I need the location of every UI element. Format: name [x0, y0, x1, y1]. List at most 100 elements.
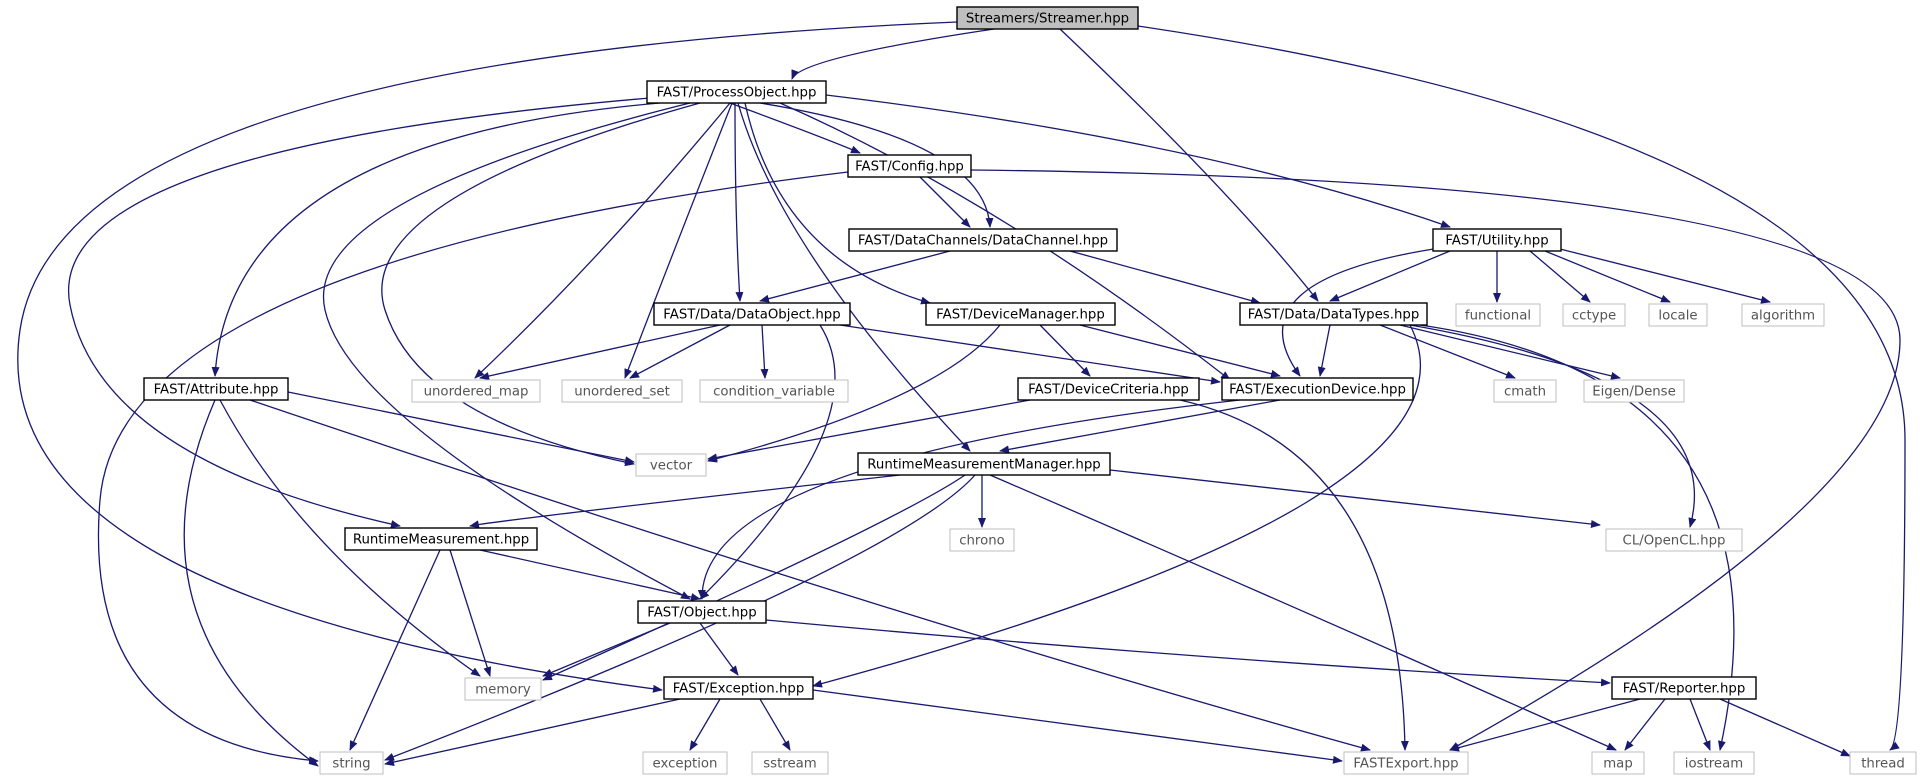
edge-object-to-reporter — [765, 619, 1611, 687]
node-box — [319, 751, 384, 775]
node-exception: exception — [642, 751, 728, 775]
node-label: memory — [475, 683, 531, 698]
edge-streamer-to-processobject — [791, 28, 995, 80]
node-box — [751, 751, 829, 775]
node-devicemanager[interactable]: FAST/DeviceManager.hpp — [925, 302, 1116, 326]
node-label: FAST/ExecutionDevice.hpp — [1229, 383, 1406, 398]
edge-exception_hpp-to-sstream — [759, 698, 791, 751]
node-label: FAST/Attribute.hpp — [154, 383, 279, 398]
edge-processobject-to-unordered_map — [474, 102, 731, 379]
node-fastexport: FASTExport.hpp — [1343, 751, 1469, 775]
node-label: FAST/Object.hpp — [647, 606, 756, 621]
edge-processobject-to-attribute — [211, 102, 661, 377]
node-label: unordered_set — [574, 385, 670, 400]
node-cctype: cctype — [1562, 303, 1626, 327]
node-reporter[interactable]: FAST/Reporter.hpp — [1611, 676, 1757, 700]
edge-dataobject-to-executiondevice — [839, 324, 1221, 385]
node-box — [1239, 302, 1428, 326]
edge-datatypes-to-iostream — [1419, 324, 1735, 751]
edge-datatypes-to-exception_hpp — [812, 324, 1421, 688]
edge-config-to-datachannel — [919, 176, 971, 228]
node-label: chrono — [959, 534, 1005, 549]
edge-processobject-to-devicemanager — [744, 102, 931, 305]
edge-processobject-to-datachannel — [759, 102, 994, 228]
node-rm[interactable]: RuntimeMeasurement.hpp — [344, 527, 538, 551]
node-map: map — [1591, 751, 1645, 775]
node-box — [1849, 751, 1917, 775]
edge-utility-to-locale — [1544, 250, 1671, 303]
node-label: map — [1603, 757, 1633, 772]
edge-processobject-to-dataobject — [734, 102, 744, 302]
node-locale: locale — [1648, 303, 1708, 327]
node-box — [857, 452, 1111, 476]
node-label: Eigen/Dense — [1592, 385, 1676, 400]
edge-utility-to-executiondevice — [1281, 247, 1441, 377]
node-processobject[interactable]: FAST/ProcessObject.hpp — [646, 80, 827, 104]
node-label: cctype — [1572, 309, 1616, 324]
edge-utility-to-datatypes — [1329, 250, 1451, 302]
edge-processobject-to-config — [729, 102, 861, 154]
edge-reporter-to-fastexport — [1449, 698, 1641, 752]
node-label: Streamers/Streamer.hpp — [966, 12, 1129, 27]
node-algorithm: algorithm — [1741, 303, 1825, 327]
edge-rm-to-string — [349, 549, 441, 751]
edge-devicecriteria-to-fastexport — [1179, 399, 1409, 751]
node-devicecriteria[interactable]: FAST/DeviceCriteria.hpp — [1017, 377, 1200, 401]
edge-rmm-to-rm — [469, 474, 901, 529]
node-box — [1591, 751, 1645, 775]
edge-reporter-to-thread — [1719, 698, 1851, 757]
edge-streamer-to-exception_hpp — [17, 21, 958, 693]
node-streamer[interactable]: Streamers/Streamer.hpp — [956, 6, 1139, 30]
edge-object-to-exception_hpp — [699, 622, 739, 676]
node-datatypes[interactable]: FAST/Data/DataTypes.hpp — [1239, 302, 1428, 326]
edge-config-to-fastexport — [970, 169, 1901, 751]
node-box — [1017, 377, 1200, 401]
node-box — [663, 676, 814, 700]
node-label: exception — [653, 757, 718, 772]
node-label: functional — [1465, 309, 1531, 324]
edge-utility-to-algorithm — [1559, 248, 1771, 304]
edge-attribute-to-string — [183, 399, 319, 767]
node-box — [411, 379, 541, 403]
node-box — [635, 453, 707, 477]
node-box — [642, 751, 728, 775]
node-rmm[interactable]: RuntimeMeasurementManager.hpp — [857, 452, 1111, 476]
node-dataobject[interactable]: FAST/Data/DataObject.hpp — [653, 302, 851, 326]
node-label: locale — [1658, 309, 1697, 324]
edge-reporter-to-map — [1624, 698, 1666, 751]
node-label: condition_variable — [713, 385, 835, 400]
node-object[interactable]: FAST/Object.hpp — [637, 600, 767, 624]
node-label: CL/OpenCL.hpp — [1623, 534, 1726, 549]
node-attribute[interactable]: FAST/Attribute.hpp — [143, 377, 289, 401]
node-label: vector — [650, 459, 693, 474]
node-box — [143, 377, 289, 401]
node-executiondevice[interactable]: FAST/ExecutionDevice.hpp — [1221, 377, 1414, 401]
node-thread: thread — [1849, 751, 1917, 775]
node-chrono: chrono — [949, 528, 1015, 552]
node-box — [847, 154, 972, 178]
node-utility[interactable]: FAST/Utility.hpp — [1432, 228, 1562, 252]
node-exception-hpp[interactable]: FAST/Exception.hpp — [663, 676, 814, 700]
node-box — [637, 600, 767, 624]
node-label: string — [332, 757, 370, 772]
node-label: RuntimeMeasurementManager.hpp — [867, 458, 1100, 473]
node-unordered-set: unordered_set — [561, 379, 683, 403]
node-box — [1221, 377, 1414, 401]
node-label: RuntimeMeasurement.hpp — [353, 533, 529, 548]
node-box — [1673, 751, 1755, 775]
node-box — [1648, 303, 1708, 327]
node-config[interactable]: FAST/Config.hpp — [847, 154, 972, 178]
node-datachannel[interactable]: FAST/DataChannels/DataChannel.hpp — [848, 228, 1118, 252]
edge-processobject-to-utility — [825, 94, 1451, 228]
edge-rmm-to-opencl — [1109, 469, 1601, 528]
node-opencl: CL/OpenCL.hpp — [1605, 528, 1743, 552]
node-label: iostream — [1685, 757, 1743, 772]
node-label: FAST/Config.hpp — [855, 160, 964, 175]
node-label: FAST/Data/DataTypes.hpp — [1248, 308, 1420, 323]
edge-devicemanager-to-devicecriteria — [1039, 324, 1091, 377]
edge-devicemanager-to-executiondevice — [1079, 324, 1281, 378]
node-box — [653, 302, 851, 326]
node-box — [1343, 751, 1469, 775]
node-condition-variable: condition_variable — [699, 379, 849, 403]
